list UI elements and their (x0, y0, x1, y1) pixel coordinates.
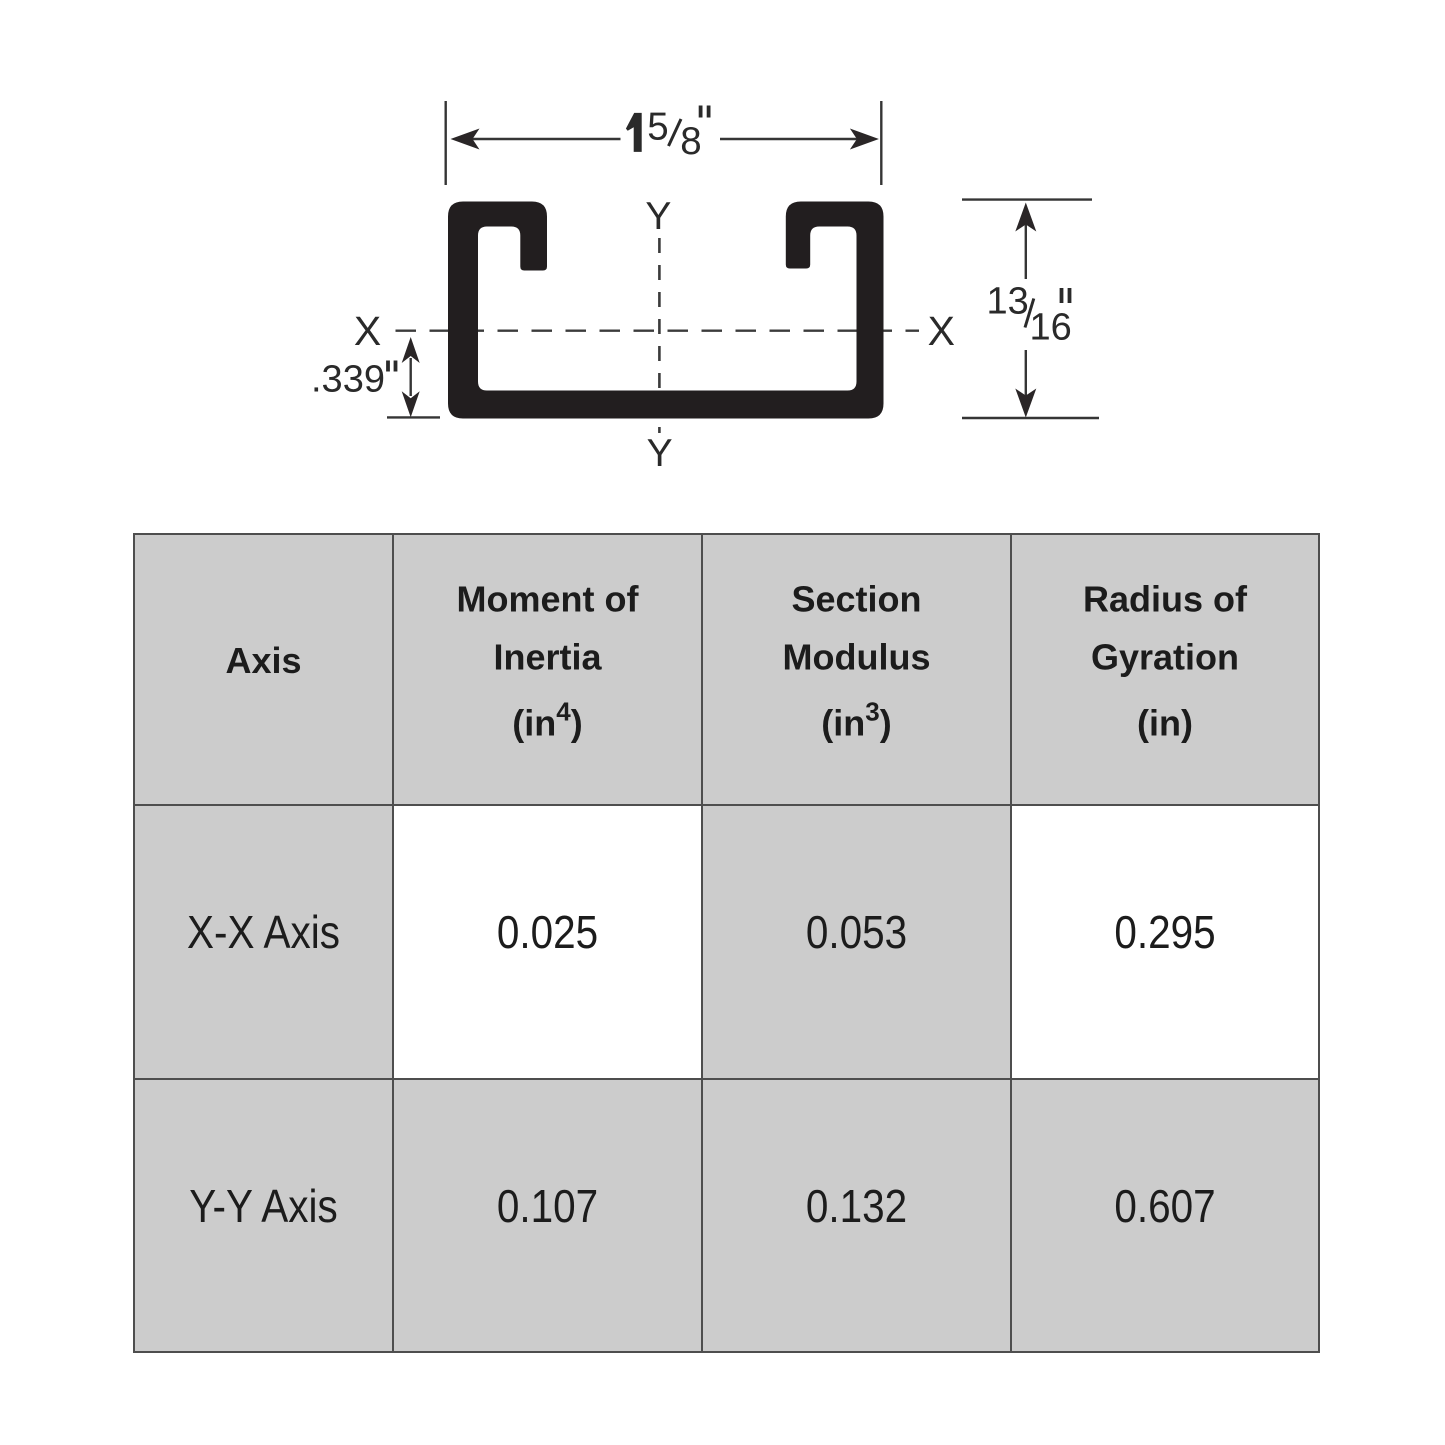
svg-text:Y: Y (645, 195, 671, 238)
svg-text:8: 8 (680, 120, 701, 163)
svg-text:Y: Y (647, 432, 673, 475)
svg-text:X: X (354, 308, 381, 354)
svg-text:5: 5 (647, 106, 668, 149)
svg-text:13: 13 (987, 281, 1029, 323)
svg-text:X: X (928, 308, 955, 354)
svg-text:16: 16 (1030, 307, 1072, 349)
svg-text:.339: .339 (311, 359, 385, 401)
